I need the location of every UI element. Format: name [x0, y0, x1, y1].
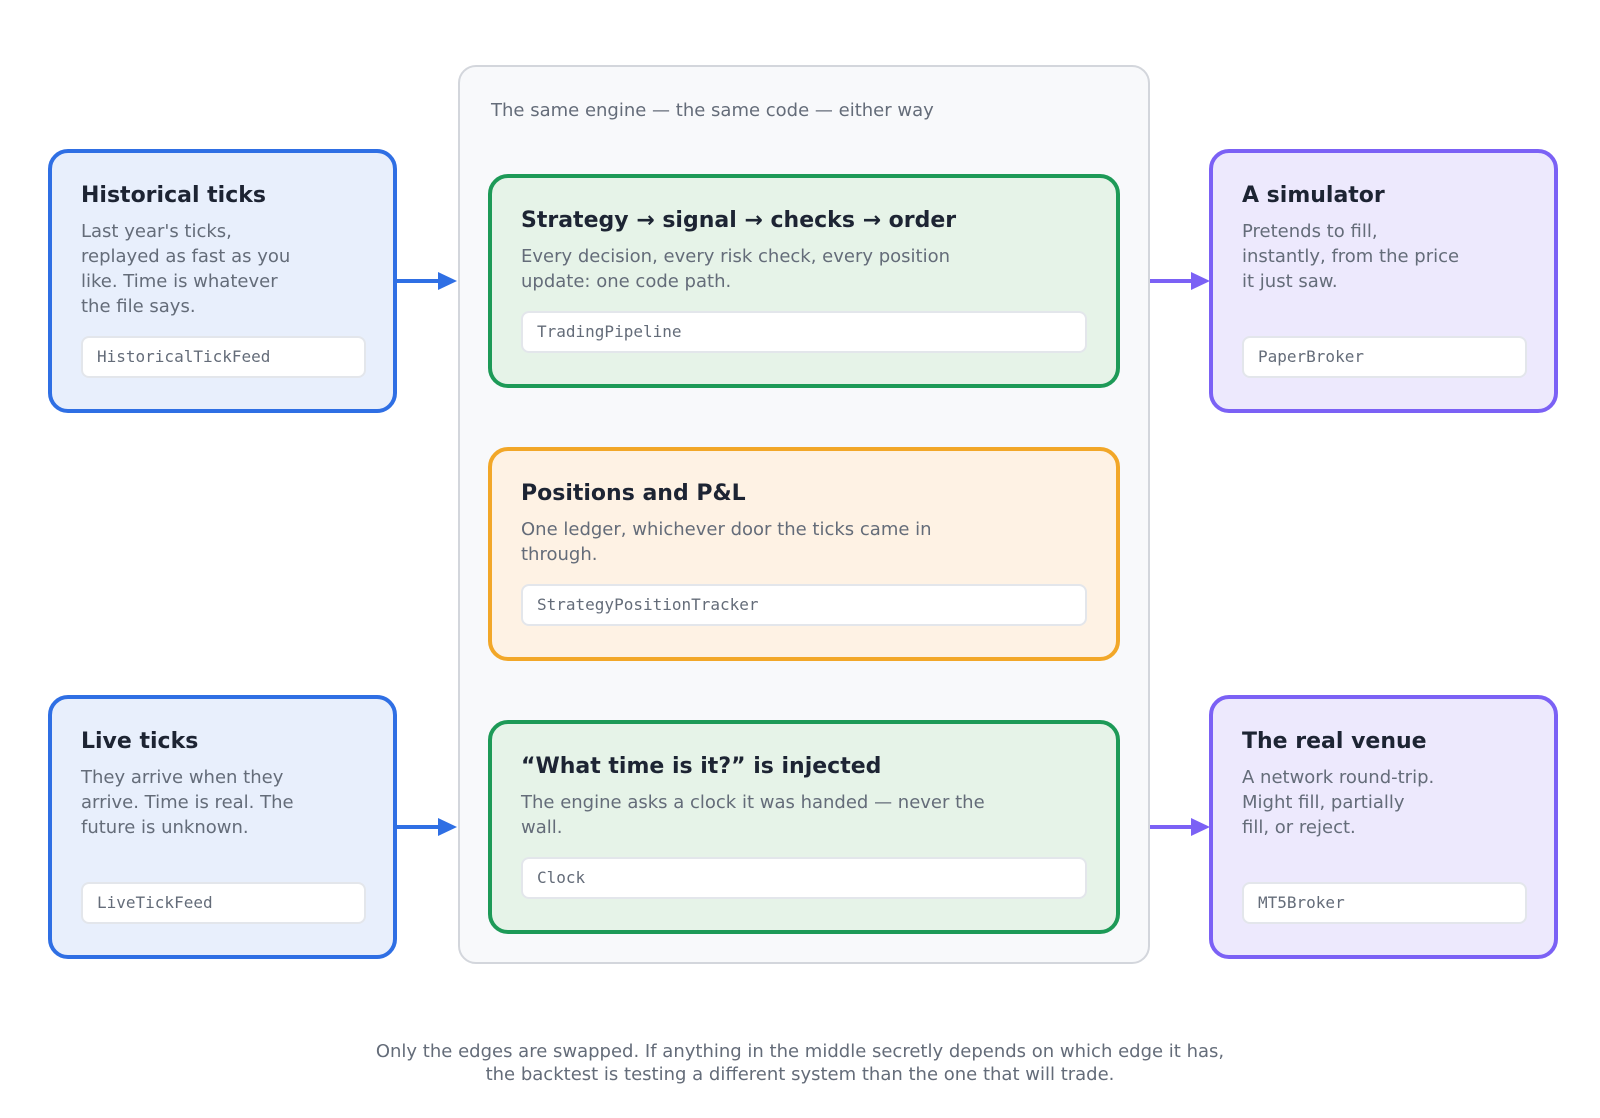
engine-title: The same engine — the same code — either…: [491, 100, 934, 121]
core-trading-pipeline: Strategy → signal → checks → order Every…: [488, 174, 1120, 388]
arrow-engine-to-simulator: [1150, 272, 1210, 290]
card-description: They arrive when they arrive. Time is re…: [81, 767, 294, 838]
card-title: Positions and P&L: [521, 481, 746, 506]
class-name-tag: Clock: [521, 857, 1087, 899]
card-title: A simulator: [1242, 183, 1385, 208]
card-description: Last year's ticks, replayed as fast as y…: [81, 221, 291, 317]
class-name-tag: HistoricalTickFeed: [81, 336, 366, 378]
class-name-tag: TradingPipeline: [521, 311, 1087, 353]
core-injected-clock: “What time is it?” is injected The engin…: [488, 720, 1120, 934]
input-live-ticks: Live ticks They arrive when they arrive.…: [48, 695, 397, 959]
footer-note: Only the edges are swapped. If anything …: [375, 1041, 1225, 1085]
class-name-tag: PaperBroker: [1242, 336, 1527, 378]
card-description: One ledger, whichever door the ticks cam…: [521, 519, 932, 565]
card-description: The engine asks a clock it was handed — …: [521, 792, 985, 838]
output-simulator: A simulator Pretends to fill, instantly,…: [1209, 149, 1558, 413]
card-description: Pretends to fill, instantly, from the pr…: [1242, 221, 1460, 292]
arrow-live-to-engine: [397, 818, 457, 836]
class-name-tag: LiveTickFeed: [81, 882, 366, 924]
card-title: “What time is it?” is injected: [521, 754, 882, 779]
input-historical-ticks: Historical ticks Last year's ticks, repl…: [48, 149, 397, 413]
core-positions-pnl: Positions and P&L One ledger, whichever …: [488, 447, 1120, 661]
arrow-historical-to-engine: [397, 272, 457, 290]
card-title: Historical ticks: [81, 183, 266, 208]
card-title: Strategy → signal → checks → order: [521, 208, 957, 233]
card-title: Live ticks: [81, 729, 199, 754]
class-name-tag: MT5Broker: [1242, 882, 1527, 924]
arrow-engine-to-real-venue: [1150, 818, 1210, 836]
card-description: Every decision, every risk check, every …: [521, 246, 951, 292]
class-name-tag: StrategyPositionTracker: [521, 584, 1087, 626]
card-title: The real venue: [1242, 729, 1427, 754]
card-description: A network round-trip. Might fill, partia…: [1242, 767, 1435, 838]
output-real-venue: The real venue A network round-trip. Mig…: [1209, 695, 1558, 959]
